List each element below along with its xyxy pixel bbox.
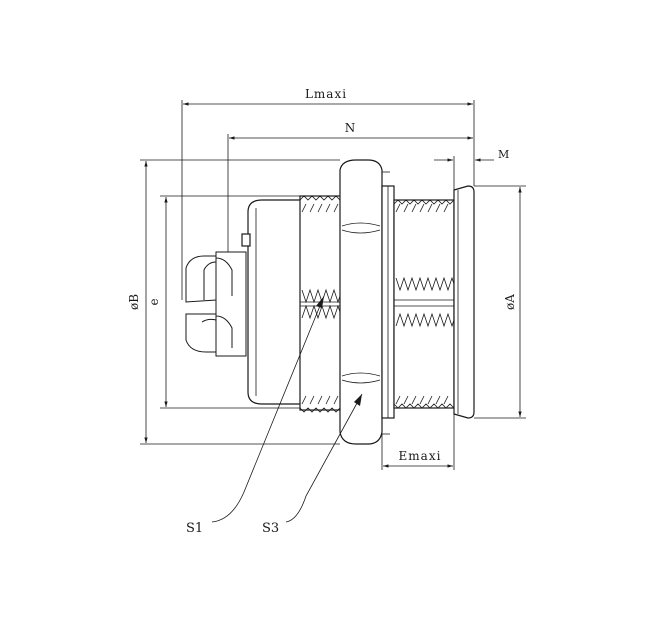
s1-leader	[211, 295, 325, 523]
front-flange	[453, 185, 475, 419]
right-thread	[393, 199, 455, 409]
s1-label: S1	[186, 521, 203, 536]
m-label: M	[498, 148, 509, 161]
hex-nut	[339, 159, 390, 445]
n-label: N	[345, 121, 356, 135]
s3-label: S3	[262, 521, 279, 536]
dimension-labels: Lmaxi N M øB e øA Emaxi S1 S3	[127, 87, 517, 536]
left-thread	[299, 195, 347, 413]
connector-body	[185, 159, 475, 445]
dimension-lines	[140, 100, 526, 523]
phi-a-label: øA	[503, 294, 517, 310]
s3-leader	[285, 393, 363, 523]
solder-cups	[185, 251, 247, 357]
lmaxi-label: Lmaxi	[305, 87, 347, 101]
e-label: e	[147, 298, 161, 305]
phi-b-label: øB	[127, 294, 141, 310]
emaxi-label: Emaxi	[399, 449, 442, 463]
